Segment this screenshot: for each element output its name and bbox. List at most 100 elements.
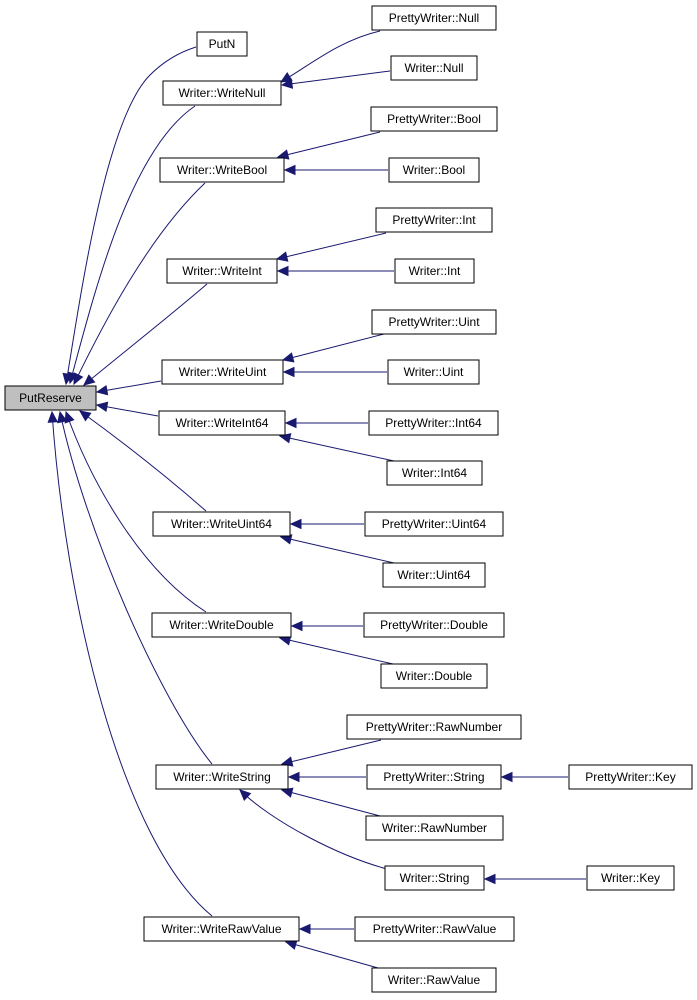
edge-putreserve-to-write_double [64,410,207,613]
edge-putreserve-to-write_uint64 [79,410,207,512]
arrowhead [289,518,302,530]
edge-putreserve-to-write_null [67,105,196,385]
node-label-write-int: Writer::WriteInt [182,264,262,278]
edge-putreserve-to-write_bool [73,182,206,386]
node-writer-string[interactable]: Writer::String [384,865,485,891]
arrowhead [239,789,252,802]
node-writer-key[interactable]: Writer::Key [586,865,675,891]
node-label-writer-double: Writer::Double [396,669,473,683]
node-writer-null[interactable]: Writer::Null [390,55,478,81]
node-write-bool[interactable]: Writer::WriteBool [159,157,285,183]
arrowhead [64,410,75,424]
node-prettywriter-string[interactable]: PrettyWriter::String [366,764,502,790]
node-write-int[interactable]: Writer::WriteInt [166,258,278,284]
node-writer-double[interactable]: Writer::Double [380,663,488,689]
node-label-prettywriter-int: PrettyWriter::Int [392,213,476,227]
node-write-string[interactable]: Writer::WriteString [155,764,289,790]
edge-write_string-to-w_rawnumber [280,787,381,817]
arrowhead [284,417,297,429]
node-write-int64[interactable]: Writer::WriteInt64 [158,410,286,436]
arrowhead [287,771,300,783]
node-prettywriter-rawvalue[interactable]: PrettyWriter::RawValue [354,916,515,942]
node-label-prettywriter-null: PrettyWriter::Null [389,11,479,25]
node-writer-uint64[interactable]: Writer::Uint64 [382,562,486,588]
node-prettywriter-uint[interactable]: PrettyWriter::Uint [371,309,497,335]
node-label-prettywriter-int64: PrettyWriter::Int64 [385,416,482,430]
node-write-uint64[interactable]: Writer::WriteUint64 [152,511,291,537]
node-label-prettywriter-uint: PrettyWriter::Uint [388,315,480,329]
node-putn[interactable]: PutN [196,31,248,57]
edge-putreserve-to-write_int64 [95,401,159,417]
node-label-prettywriter-key: PrettyWriter::Key [585,770,675,784]
edge-write_string-to-w_string [239,789,396,872]
edge-write_double-to-pw_double [290,620,363,632]
edge-write_bool-to-w_bool [283,164,388,176]
arrowhead [500,771,513,783]
edge-write_uint-to-pw_uint [281,333,385,363]
node-write-rawvalue[interactable]: Writer::WriteRawValue [143,916,300,942]
arrowhead [83,374,96,386]
node-putreserve[interactable]: PutReserve [4,385,97,411]
node-prettywriter-bool[interactable]: PrettyWriter::Bool [370,106,498,132]
arrowhead [280,78,294,89]
edge-write_uint64-to-pw_uint64 [289,518,364,530]
node-write-null[interactable]: Writer::WriteNull [162,80,282,106]
node-prettywriter-int64[interactable]: PrettyWriter::Int64 [368,410,499,436]
node-label-prettywriter-rawnumber: PrettyWriter::RawNumber [366,720,502,734]
edges-layer [47,30,586,969]
arrowhead [483,873,496,885]
arrowhead [275,251,289,262]
node-write-uint[interactable]: Writer::WriteUint [161,359,284,385]
node-prettywriter-null[interactable]: PrettyWriter::Null [371,5,497,31]
edge-write_null-to-pw_null [279,30,381,83]
node-label-write-int64: Writer::WriteInt64 [176,416,269,430]
edge-putreserve-to-write_string [57,410,213,765]
node-label-putn: PutN [209,37,236,51]
node-prettywriter-rawnumber[interactable]: PrettyWriter::RawNumber [346,714,522,740]
edge-write_uint64-to-w_uint64 [279,534,395,564]
edge-write_rawvalue-to-w_rawvalue [284,939,379,969]
node-label-writer-uint64: Writer::Uint64 [397,568,470,582]
node-prettywriter-uint64[interactable]: PrettyWriter::Uint64 [364,511,504,537]
node-label-write-string: Writer::WriteString [173,770,271,784]
arrowhead [73,372,84,386]
node-label-prettywriter-bool: PrettyWriter::Bool [387,112,481,126]
node-writer-bool[interactable]: Writer::Bool [388,157,480,183]
node-label-writer-rawvalue: Writer::RawValue [388,973,481,987]
node-writer-rawvalue[interactable]: Writer::RawValue [371,967,497,993]
node-label-writer-uint: Writer::Uint [404,365,464,379]
arrowhead [280,787,294,798]
edge-write_int64-to-w_int64 [278,433,395,462]
node-label-writer-int64: Writer::Int64 [402,466,467,480]
node-label-write-null: Writer::WriteNull [179,86,266,100]
node-label-writer-int: Writer::Int [409,264,461,278]
edge-w_string-to-w_key [483,873,586,885]
node-label-write-bool: Writer::WriteBool [177,163,267,177]
node-writer-uint[interactable]: Writer::Uint [387,359,480,385]
node-label-writer-bool: Writer::Bool [403,163,465,177]
arrowhead [284,939,298,950]
arrowhead [283,164,296,176]
edge-write_null-to-w_null [280,70,391,89]
node-writer-int64[interactable]: Writer::Int64 [386,460,483,486]
edge-write_bool-to-pw_bool [276,131,381,160]
node-write-double[interactable]: Writer::WriteDouble [151,612,292,638]
node-label-prettywriter-rawvalue: PrettyWriter::RawValue [373,922,497,936]
node-prettywriter-key[interactable]: PrettyWriter::Key [568,764,693,790]
edge-putreserve-to-write_int [83,283,208,386]
node-label-putreserve: PutReserve [19,391,82,405]
node-writer-rawnumber[interactable]: Writer::RawNumber [365,815,504,841]
node-label-prettywriter-uint64: PrettyWriter::Uint64 [382,517,487,531]
edge-write_int-to-pw_int [275,232,387,262]
node-prettywriter-double[interactable]: PrettyWriter::Double [363,612,505,638]
node-prettywriter-int[interactable]: PrettyWriter::Int [375,207,493,233]
node-writer-int[interactable]: Writer::Int [394,258,475,284]
edge-write_uint-to-w_uint [282,366,387,378]
node-label-writer-key: Writer::Key [601,871,660,885]
edge-putreserve-to-write_rawvalue [47,410,213,917]
arrowhead [95,385,109,396]
nodes-layer: PutReserve PutN Writer::WriteNull Pretty… [4,5,693,993]
edge-write_int-to-w_int [276,265,394,277]
edge-write_int64-to-pw_int64 [284,417,368,429]
